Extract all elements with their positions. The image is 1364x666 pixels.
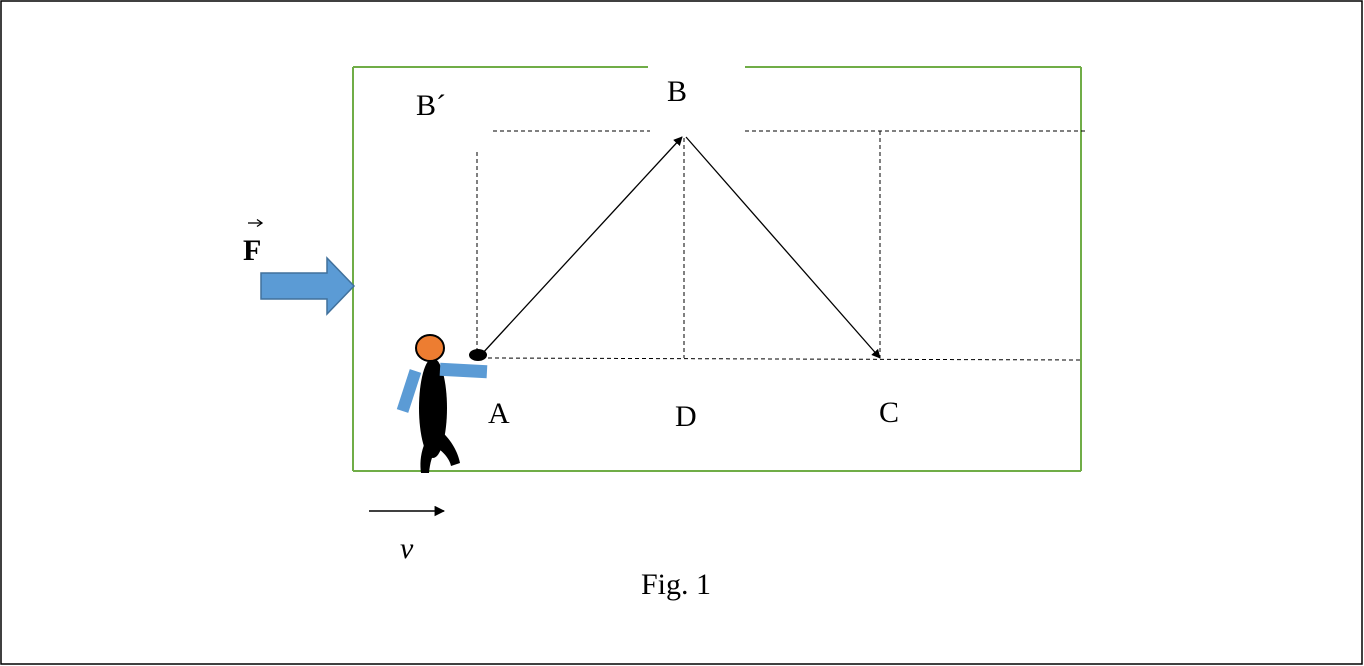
force-arrow-icon: [260, 256, 356, 316]
dashed-baseline: [487, 357, 1081, 361]
person-head: [415, 334, 445, 362]
label-a: A: [488, 397, 510, 430]
label-velocity: v: [400, 532, 414, 565]
person-left-arm: [396, 369, 422, 413]
trajectory-arrow-b-to-c: [685, 136, 881, 359]
person-legs: [420, 432, 460, 473]
figure-caption: Fig. 1: [641, 568, 711, 601]
force-vector-symbol-icon: [248, 218, 264, 228]
label-c: C: [879, 396, 899, 429]
label-b-prime: B´: [416, 89, 446, 122]
label-b: B: [667, 75, 687, 108]
person-right-arm: [439, 362, 488, 379]
person-body: [419, 358, 447, 458]
person-throwing-ball-icon: [396, 334, 488, 473]
label-d: D: [675, 400, 697, 433]
dashed-guides: [476, 130, 1088, 361]
room-box: [352, 66, 1082, 472]
label-force: F: [243, 234, 261, 267]
trajectory-arrow-a-to-b: [480, 136, 683, 356]
ball-icon: [469, 349, 487, 361]
